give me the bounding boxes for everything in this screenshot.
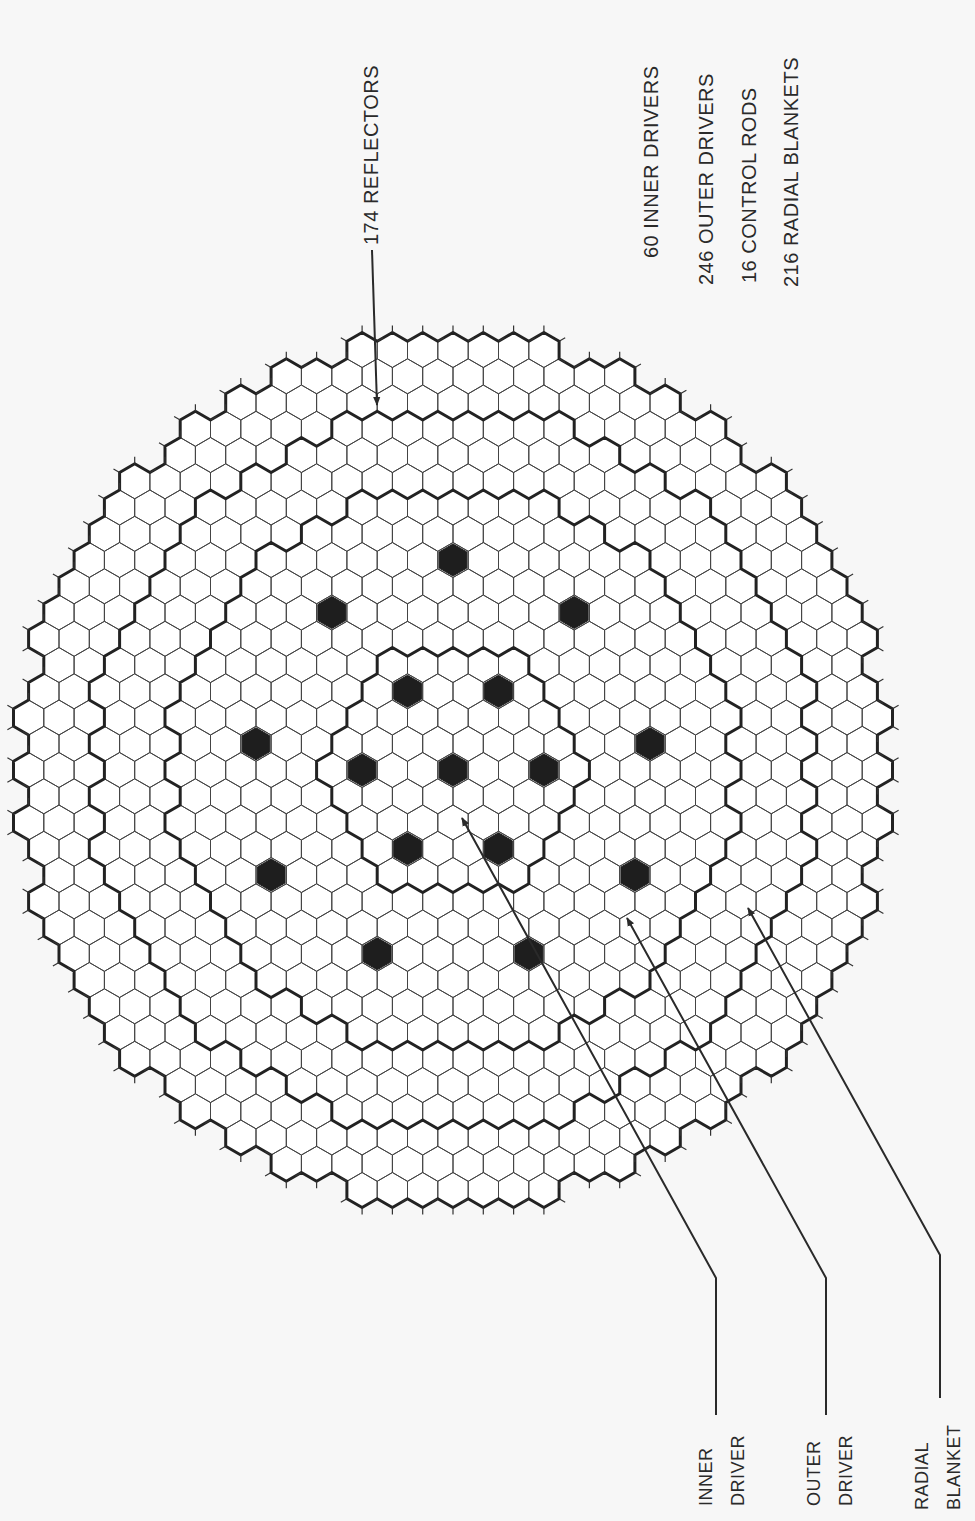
hex-cells xyxy=(14,333,893,1208)
hex-grid xyxy=(7,326,898,1215)
region-boundary xyxy=(14,333,893,1208)
control-rod-cells xyxy=(242,544,664,970)
count-label: 16 CONTROL RODS xyxy=(737,87,761,283)
count-label: 60 INNER DRIVERS xyxy=(639,66,663,259)
count-label: 174 REFLECTORS xyxy=(359,65,383,245)
leader-line xyxy=(748,908,940,1398)
outer-ticks xyxy=(7,326,898,1215)
callout-label: INNER DRIVER xyxy=(691,1435,754,1506)
callout-label: OUTER DRIVER xyxy=(799,1435,862,1506)
leader-line xyxy=(372,250,377,405)
leader-line xyxy=(462,818,716,1415)
callout-label: RADIAL BLANKET xyxy=(906,1424,969,1510)
count-label: 246 OUTER DRIVERS xyxy=(694,73,718,285)
leader-lines xyxy=(372,250,940,1415)
count-label: 216 RADIAL BLANKETS xyxy=(779,57,803,287)
leader-line xyxy=(627,918,826,1415)
